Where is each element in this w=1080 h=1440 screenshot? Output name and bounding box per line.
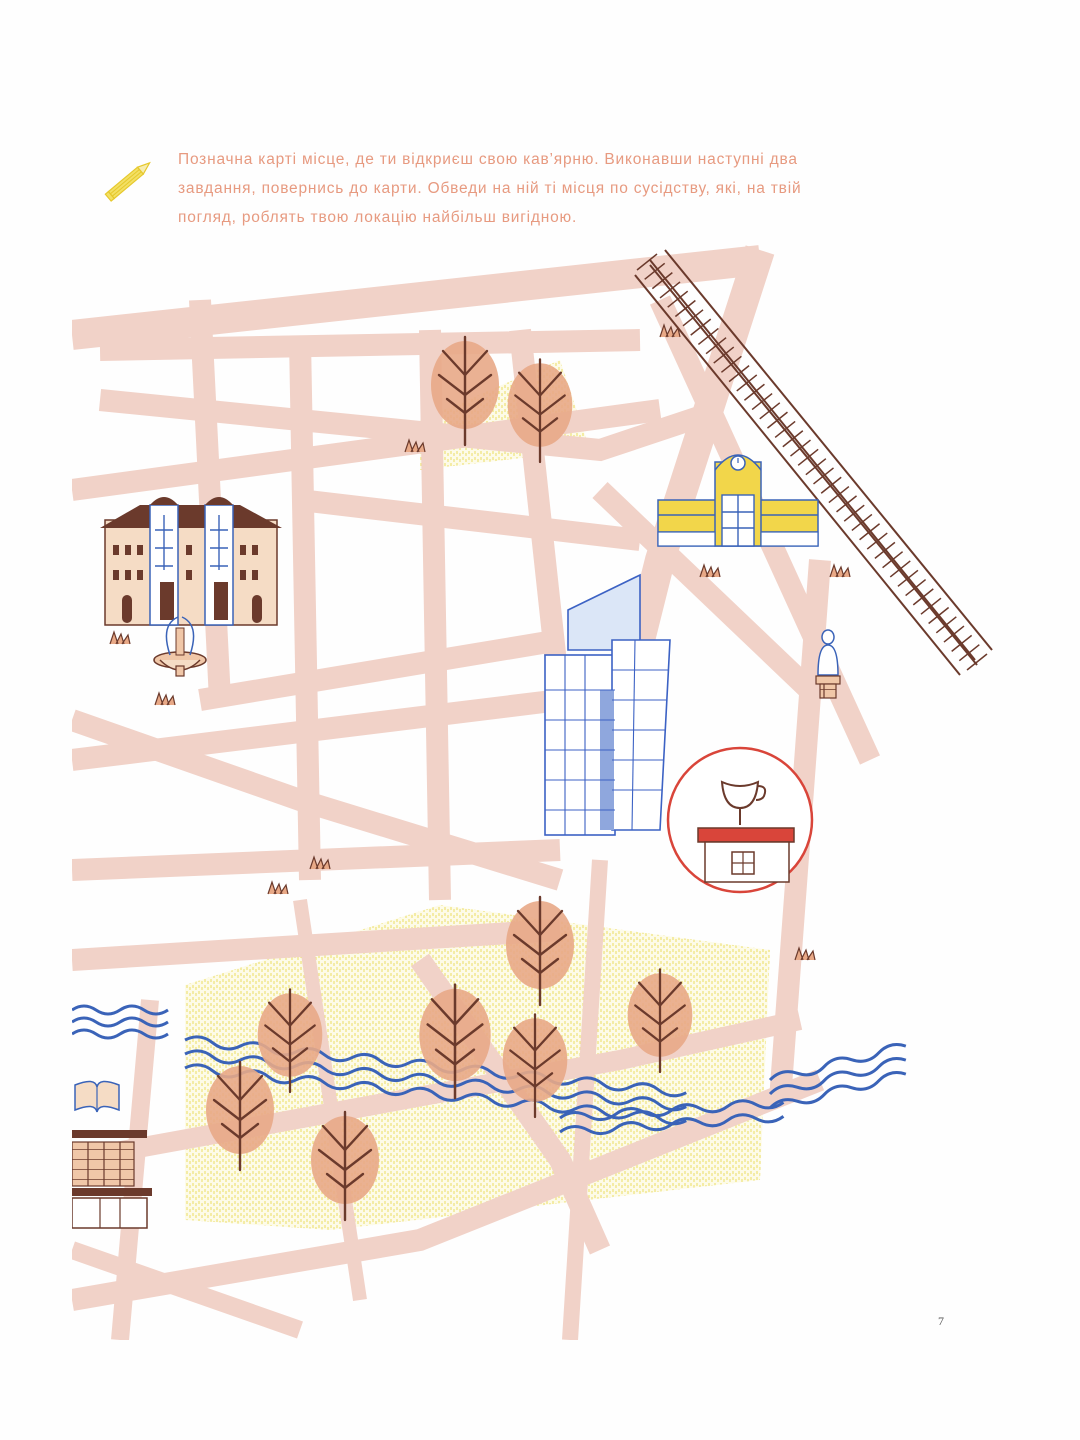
railway-sleeper [659, 281, 681, 299]
railway-sleeper [943, 625, 965, 643]
railway-sleeper [751, 392, 773, 411]
railway-sleeper [636, 253, 658, 271]
railway-sleeper [843, 504, 865, 522]
railway-sleeper [766, 411, 788, 429]
railway-sleeper [782, 430, 804, 448]
railway-sleeper [805, 458, 827, 476]
railway-sleeper [651, 272, 673, 290]
railway-sleeper [874, 541, 896, 559]
railway-sleeper [882, 551, 904, 569]
river-icon [72, 1004, 907, 1136]
railway-sleeper [958, 644, 980, 662]
instruction-line-2: завдання, повернись до карти. Обведи на … [178, 180, 802, 197]
road-north [72, 245, 762, 350]
railway-sleeper [912, 588, 934, 606]
tree-icon [431, 335, 499, 447]
pencil-icon [104, 161, 151, 202]
railway-sleeper [866, 532, 888, 550]
instruction-line-1: Позначна карті місце, де ти відкриєш сво… [178, 151, 798, 168]
office-tower-icon [544, 573, 671, 836]
railway-sleeper [674, 299, 696, 318]
train-station-icon [657, 454, 819, 547]
railway-sleeper [690, 318, 712, 336]
university-building-icon [100, 497, 282, 626]
tree-icon [206, 1060, 274, 1172]
railway-sleeper [820, 476, 842, 494]
railway-sleeper [697, 327, 719, 346]
railway-sleeper [935, 616, 957, 634]
instruction-line-3: погляд, роблять твою локацію найбільш ви… [178, 209, 578, 226]
railway-sleeper [736, 374, 758, 392]
railway-sleeper [797, 448, 819, 466]
park-trees-icon [206, 335, 693, 1222]
railway-sleeper [905, 578, 927, 597]
railway-sleeper [851, 513, 873, 532]
railway-sleeper [705, 337, 727, 355]
railway-sleeper [743, 383, 765, 401]
railway-sleeper [728, 365, 750, 383]
railway-sleeper [713, 346, 735, 364]
tree-icon [506, 895, 574, 1007]
railway-sleeper [966, 653, 988, 671]
instruction-block: Позначна карті місце, де ти відкриєш сво… [100, 145, 860, 245]
railway-sleeper [836, 495, 858, 513]
tree-icon [507, 358, 573, 464]
railway-sleeper [928, 606, 950, 625]
railway-sleeper [644, 262, 666, 280]
railway-sleeper [667, 290, 689, 308]
railway-sleeper [774, 420, 796, 439]
instruction-text: Позначна карті місце, де ти відкриєш сво… [178, 145, 858, 232]
page-number: 7 [938, 1314, 944, 1328]
map-canvas[interactable] [0, 240, 1080, 1340]
grass-tufts [109, 323, 851, 961]
railway-sleeper [859, 523, 881, 541]
railway-sleeper [720, 355, 742, 373]
library-icon [72, 1080, 152, 1229]
railway-sleeper [759, 402, 781, 420]
railway-sleeper [790, 439, 811, 457]
tree-icon [257, 988, 323, 1094]
railway-sleeper [682, 309, 704, 327]
cafe-icon[interactable] [666, 746, 814, 894]
railway-sleeper [813, 467, 834, 485]
railway-sleeper [889, 560, 911, 578]
tree-icon [502, 1013, 568, 1119]
tree-icon [627, 968, 693, 1074]
tree-icon [419, 983, 491, 1100]
railway-sleeper [951, 634, 973, 652]
railway-sleeper [897, 569, 919, 587]
fountain-icon [153, 616, 207, 677]
neighborhood-map[interactable] [0, 240, 1080, 1340]
monument-icon [815, 629, 841, 699]
railway-sleeper [828, 485, 850, 504]
tree-icon [311, 1110, 379, 1222]
railway-sleeper [920, 597, 942, 615]
